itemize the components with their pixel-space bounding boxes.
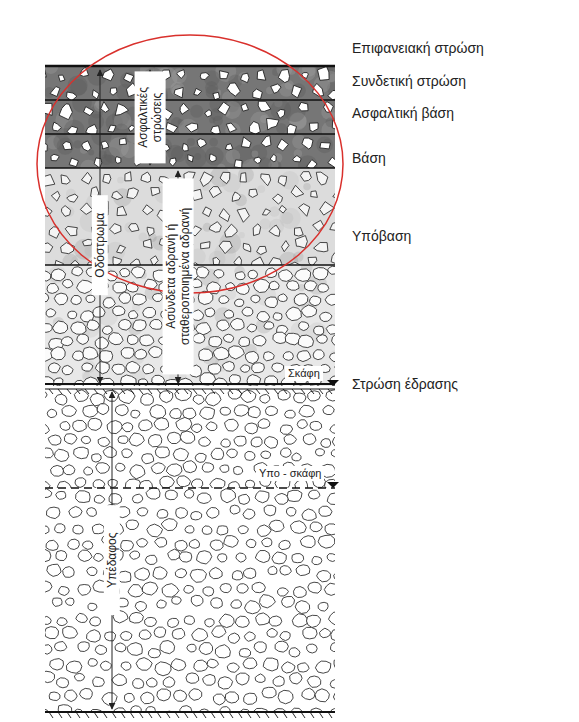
level-label: Σκάφη [285, 366, 323, 381]
layer-name: Συνδετική στρώση [352, 73, 466, 89]
vertical-dimension-label: Υπέδαφος [104, 505, 120, 615]
pavement-layer: Επιφανειακή στρώση [45, 66, 335, 100]
layer-name: Βάση [352, 150, 386, 166]
vertical-dimension-label: Οδόστρωμα [92, 195, 108, 295]
vertical-dimension-label: Ασύνδετα αδρανή ή σταθεροποιημένα αδρανή [163, 178, 194, 374]
layer-name: Επιφανειακή στρώση [352, 40, 484, 56]
layer-name: Ασφαλτική βάση [352, 105, 454, 121]
pavement-layer: Ασφαλτική βάση [45, 134, 335, 168]
pavement-layer: Συνδετική στρώση [45, 100, 335, 134]
layer-name: Στρώση έδρασης [352, 376, 458, 392]
level-label: Υπο - σκάφη [256, 466, 324, 481]
layer-name: Υπόβαση [352, 228, 411, 244]
vertical-dimension-label: Ασφαλτικές στρώσεις [135, 71, 166, 163]
